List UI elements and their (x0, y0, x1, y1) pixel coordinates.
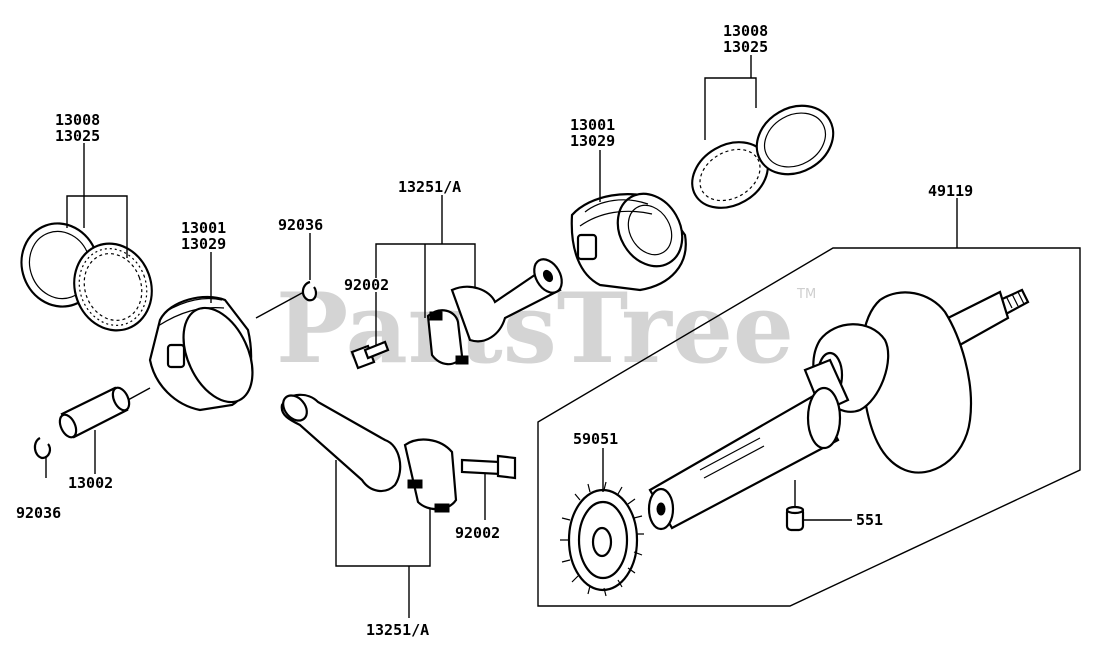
connecting-rod-lower[interactable] (278, 391, 458, 513)
piston-rings-left[interactable] (10, 213, 164, 342)
callout-rings-right-a: 13008 (723, 22, 768, 40)
piston-right[interactable] (570, 182, 695, 292)
callout-rod-upper: 13251/A (398, 178, 461, 196)
callout-piston-left-a: 13001 (181, 219, 226, 237)
callout-clip-upper: 92036 (278, 216, 323, 234)
callout-bolt-upper: 92002 (344, 276, 389, 294)
callout-clip-lower: 92036 (16, 504, 61, 522)
piston-rings-right[interactable] (680, 92, 845, 221)
leader-pin-to-piston (127, 387, 151, 401)
callout-labels: 13008 13025 13001 13029 92036 92036 1300… (16, 22, 973, 639)
callout-rings-left-a: 13008 (55, 111, 100, 129)
rod-bolt-upper[interactable] (350, 340, 390, 370)
callout-piston-right-b: 13029 (570, 132, 615, 150)
crankshaft-box (537, 247, 1081, 607)
rod-bolt-lower[interactable] (460, 454, 517, 480)
crank-gear[interactable] (560, 481, 644, 597)
leader-lines (45, 55, 958, 618)
circlip-upper[interactable] (301, 280, 318, 302)
dowel-pin[interactable] (785, 505, 805, 532)
callout-piston-left-b: 13029 (181, 235, 226, 253)
callout-piston-right-a: 13001 (570, 116, 615, 134)
callout-bolt-lower: 92002 (455, 524, 500, 542)
circlip-lower[interactable] (33, 437, 52, 460)
callout-rod-lower: 13251/A (366, 621, 429, 639)
piston-pin-left[interactable] (57, 385, 133, 440)
crankshaft[interactable] (647, 288, 1030, 531)
watermark-trademark: TM (796, 287, 816, 302)
piston-left[interactable] (148, 295, 266, 413)
callout-crankshaft: 49119 (928, 182, 973, 200)
callout-rings-left-b: 13025 (55, 127, 100, 145)
leader-clip-to-piston (255, 292, 303, 319)
callout-rings-right-b: 13025 (723, 38, 768, 56)
callout-dowel: 551 (856, 511, 883, 529)
callout-pin: 13002 (68, 474, 113, 492)
callout-gear: 59051 (573, 430, 618, 448)
connecting-rod-upper[interactable] (426, 254, 567, 366)
